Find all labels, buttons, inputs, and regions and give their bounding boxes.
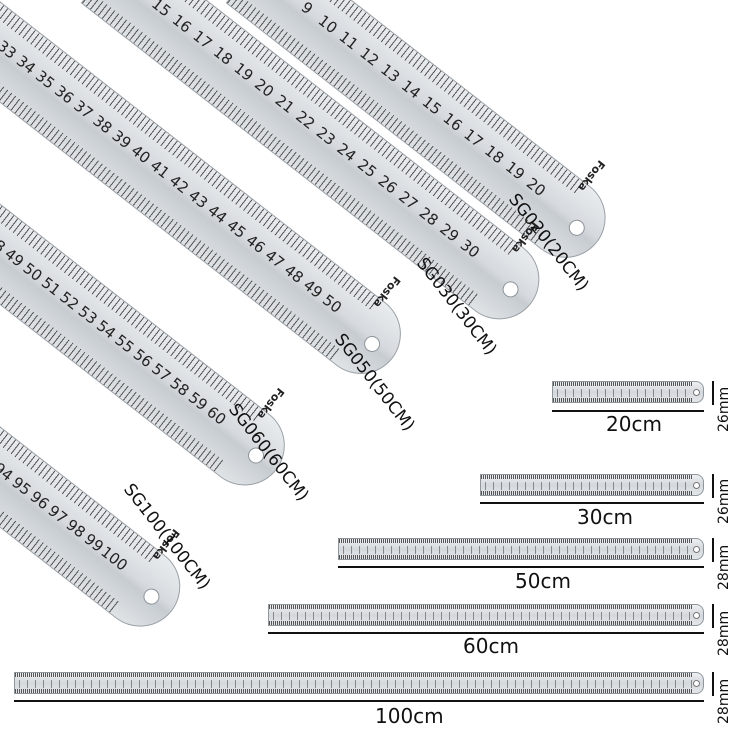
brand-logo: Foska xyxy=(575,157,608,194)
length-label-30cm: 30cm xyxy=(577,505,633,529)
width-bracket xyxy=(712,538,714,562)
ruler-numbers: 919293949596979899100 xyxy=(0,415,131,577)
length-line xyxy=(552,410,704,412)
length-line xyxy=(338,566,704,568)
hanging-hole xyxy=(565,216,589,240)
comparison-ruler-60cm xyxy=(268,604,704,626)
width-bracket xyxy=(712,474,714,498)
hanging-hole xyxy=(360,332,384,356)
comparison-ruler-30cm xyxy=(480,474,704,496)
length-line xyxy=(268,632,704,634)
comparison-ruler-20cm xyxy=(552,381,704,403)
length-label-50cm: 50cm xyxy=(515,569,571,593)
length-label-60cm: 60cm xyxy=(463,634,519,658)
hanging-hole xyxy=(140,585,163,608)
width-bracket xyxy=(712,381,714,405)
width-label-100cm: 28mm xyxy=(716,678,732,724)
comparison-ruler-50cm xyxy=(338,538,704,560)
width-bracket xyxy=(712,672,714,696)
length-label-100cm: 100cm xyxy=(375,704,444,728)
width-bracket xyxy=(712,604,714,628)
brand-logo: Foska xyxy=(254,385,287,422)
length-line xyxy=(480,502,704,504)
length-label-20cm: 20cm xyxy=(606,412,662,436)
brand-logo: Foska xyxy=(370,273,403,311)
comparison-ruler-100cm xyxy=(14,672,704,694)
width-label-20cm: 26mm xyxy=(716,386,732,432)
length-line xyxy=(14,700,704,702)
width-label-50cm: 28mm xyxy=(716,544,732,590)
hanging-hole xyxy=(499,278,522,301)
width-label-30cm: 26mm xyxy=(716,478,732,524)
width-label-60cm: 28mm xyxy=(716,610,732,656)
